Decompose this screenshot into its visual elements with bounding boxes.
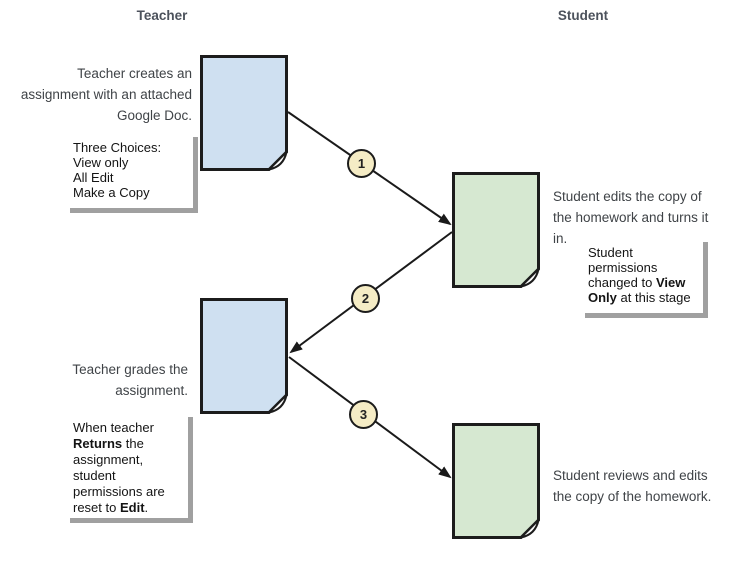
callout-line: reset to Edit. [73, 500, 186, 516]
document-icon [200, 298, 288, 414]
label-line: in. [553, 231, 568, 246]
callout-line: Student [588, 245, 633, 260]
document-icon [452, 172, 540, 288]
label-line: assignment. [115, 383, 188, 398]
step-2-badge: 2 [351, 284, 380, 313]
label-line: Google Doc. [116, 108, 192, 123]
student-doc-1 [452, 172, 540, 288]
label-line: Student edits the copy of [553, 189, 702, 204]
step-1-badge: 1 [347, 149, 376, 178]
step-1-number: 1 [357, 156, 366, 171]
callout-line: assignment, [73, 452, 144, 467]
label-line: Teacher grades the [72, 362, 188, 377]
teacher-doc-1 [200, 55, 288, 171]
callout-line: Only at this stage [588, 290, 701, 305]
callout-line: changed to View [588, 275, 701, 290]
label-line: assignment with an attached [20, 87, 192, 102]
doc-page-shape [200, 55, 288, 171]
teacher-creates-label: Teacher creates an assignment with an at… [21, 63, 192, 126]
doc-page-shape [200, 298, 288, 414]
view-only-callout: Student permissions changed to View Only… [580, 237, 703, 313]
label-line: the homework and turns it [553, 210, 709, 225]
callout-text: . [144, 500, 149, 515]
student-reviews-label: Student reviews and edits the copy of th… [553, 465, 711, 507]
teacher-column-header: Teacher [136, 8, 188, 23]
teacher-doc-2 [200, 298, 288, 414]
callout-bold-text: Returns [73, 436, 123, 451]
callout-line: Returns the [73, 436, 186, 452]
callout-text: reset to [73, 500, 120, 515]
document-icon [200, 55, 288, 171]
doc-fold-shape [520, 268, 540, 288]
three-choices-callout: Three Choices: View only All Edit Make a… [65, 132, 193, 208]
callout-line: permissions [588, 260, 658, 275]
student-edits-label: Student edits the copy of the homework a… [553, 186, 708, 249]
callout-line: View only [73, 155, 129, 170]
callout-line: When teacher [73, 420, 154, 435]
step-2-number: 2 [361, 291, 370, 306]
callout-text: the [122, 436, 144, 451]
callout-text: changed to [588, 275, 656, 290]
label-line: the copy of the homework. [553, 489, 712, 504]
doc-page-shape [452, 423, 540, 539]
callout-line: Three Choices: [73, 140, 162, 155]
callout-line: permissions are [73, 484, 165, 499]
callout-bold-text: Only [588, 290, 617, 305]
callout-bold-text: Edit [119, 500, 145, 515]
callout-line: All Edit [73, 170, 114, 185]
callout-text: at this stage [616, 290, 691, 305]
label-line: Teacher creates an [77, 66, 192, 81]
doc-fold-shape [520, 519, 540, 539]
label-line: Student reviews and edits [553, 468, 708, 483]
teacher-grades-label: Teacher grades the assignment. [72, 359, 188, 401]
returns-callout: When teacher Returns the assignment, stu… [65, 412, 188, 518]
step-3-number: 3 [359, 407, 368, 422]
doc-page-shape [452, 172, 540, 288]
callout-line: student [73, 468, 116, 483]
student-column-header: Student [557, 8, 609, 23]
doc-fold-shape [268, 394, 288, 414]
doc-fold-shape [268, 151, 288, 171]
step-3-badge: 3 [349, 400, 378, 429]
callout-line: Make a Copy [73, 185, 150, 200]
student-doc-2 [452, 423, 540, 539]
document-icon [452, 423, 540, 539]
callout-bold-text: View [655, 275, 686, 290]
